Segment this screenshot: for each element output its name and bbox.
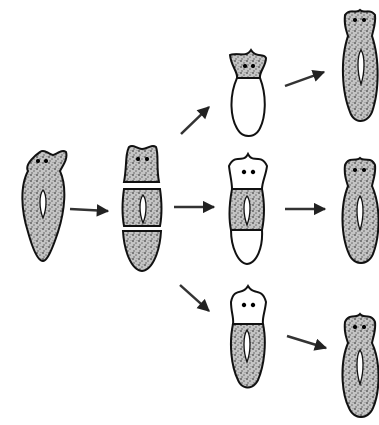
original-worm xyxy=(22,151,66,261)
regenerated-worm-top xyxy=(343,10,378,121)
arrow-cut-to-head-piece xyxy=(181,107,209,134)
cut-worm xyxy=(123,146,162,271)
arrow-original-to-cut xyxy=(70,209,108,211)
head-piece-regenerating xyxy=(230,50,266,136)
arrow-cut-to-tail-piece xyxy=(180,285,209,311)
process-arrows xyxy=(70,72,326,348)
trunk-piece-regenerating xyxy=(229,154,267,264)
arrow-tail-piece-to-worm xyxy=(287,336,326,348)
regenerated-worm-middle xyxy=(342,158,378,263)
regenerated-worm-bottom xyxy=(342,314,378,417)
tail-piece-regenerating xyxy=(231,286,266,388)
arrow-head-piece-to-worm xyxy=(285,72,324,86)
